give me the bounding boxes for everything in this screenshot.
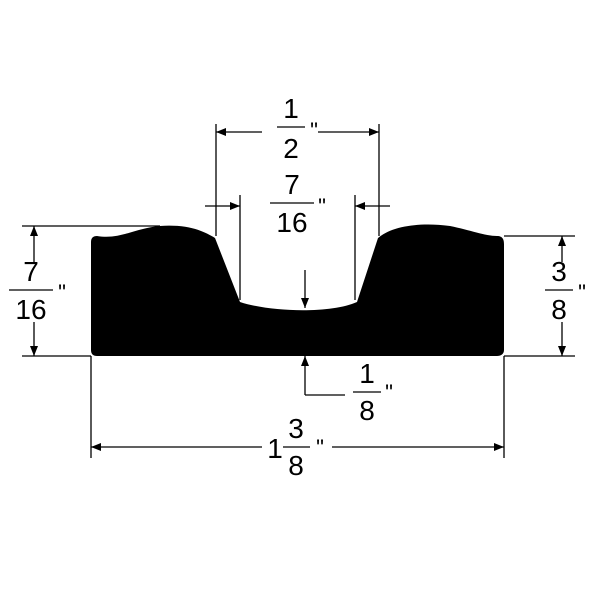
whole-number: 1 [267, 433, 283, 464]
dimension-overall-width: 1 3 8 " [90, 356, 505, 481]
fraction-numerator: 1 [359, 358, 375, 389]
dimension-base-thickness: 1 8 " [301, 270, 393, 426]
dimension-right-height: 3 8 " [504, 235, 586, 357]
dimension-left-height: 7 16 " [9, 225, 160, 357]
inch-mark: " [578, 280, 586, 305]
fraction-numerator: 1 [283, 93, 299, 124]
dimension-top-opening: 1 2 " [215, 93, 380, 236]
dimension-groove-bottom: 7 16 " [205, 169, 390, 300]
extrusion-profile [91, 224, 504, 356]
fraction-denominator: 16 [276, 207, 307, 238]
fraction-numerator: 7 [284, 169, 300, 200]
fraction-denominator: 8 [359, 395, 375, 426]
inch-mark: " [310, 118, 318, 143]
inch-mark: " [385, 380, 393, 405]
fraction-denominator: 16 [15, 294, 46, 325]
fraction-numerator: 7 [23, 256, 39, 287]
inch-mark: " [318, 194, 326, 219]
fraction-denominator: 2 [283, 133, 299, 164]
fraction-numerator: 3 [551, 256, 567, 287]
inch-mark: " [58, 280, 66, 305]
inch-mark: " [316, 435, 324, 460]
fraction-denominator: 8 [551, 294, 567, 325]
fraction-numerator: 3 [288, 413, 304, 444]
fraction-denominator: 8 [288, 450, 304, 481]
